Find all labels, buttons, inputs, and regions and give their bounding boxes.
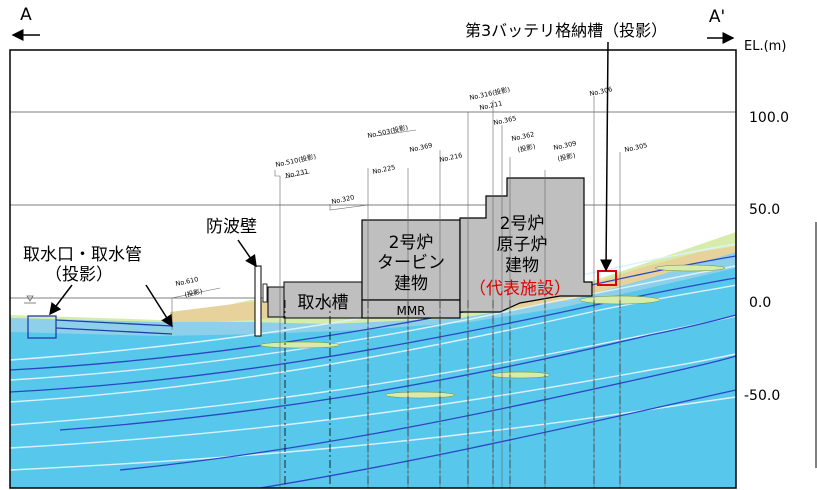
bedrock: [10, 268, 736, 488]
reactor-label-line2: 原子炉: [497, 235, 548, 255]
section-marker-a-prime: A': [707, 7, 735, 44]
turbine-building: [361, 219, 461, 319]
turbine-label-line1: 2号炉: [389, 233, 434, 253]
battery-leader-arrow: [600, 41, 613, 272]
elevation-tick-100: 100.0: [749, 110, 789, 126]
section-marker-a: A: [11, 5, 40, 41]
battery-label: 第3バッテリ格納槽（投影）: [465, 21, 667, 40]
intake-structure: [27, 315, 173, 339]
elevation-tick-50: 50.0: [749, 202, 780, 218]
sea-level-symbol: [24, 295, 36, 304]
intake-pit-label: 取水槽: [298, 293, 349, 313]
borehole-leaders: [171, 96, 621, 488]
borehole-label-309-projection: (投影): [557, 150, 577, 163]
intake-label-line1: 取水口・取水管: [23, 245, 142, 265]
mmr-label: MMR: [396, 304, 425, 318]
borehole-label-610-projection: (投影): [184, 286, 204, 299]
turbine-label-line2: タービン: [377, 253, 445, 273]
breakwater-label: 防波壁: [206, 217, 257, 237]
elevation-tick-0: 0.0: [749, 295, 771, 311]
geology-layers: [10, 232, 736, 488]
breakwater-wall: [254, 265, 268, 337]
section-frame: [9, 49, 737, 489]
reactor-label-line3: 建物: [505, 256, 539, 276]
elevation-tick-minus50: -50.0: [744, 388, 780, 404]
reactor-representative-note: （代表施設）: [469, 279, 571, 299]
elevation-unit-label: EL.(m): [744, 39, 786, 54]
borehole-label-362-projection: (投影): [517, 141, 537, 154]
intake-label-line2: （投影）: [45, 265, 113, 285]
turbine-label-line3: 建物: [394, 274, 428, 294]
svg-text:A': A': [709, 7, 725, 27]
reactor-label-line1: 2号炉: [500, 214, 545, 234]
svg-text:A: A: [20, 5, 32, 25]
